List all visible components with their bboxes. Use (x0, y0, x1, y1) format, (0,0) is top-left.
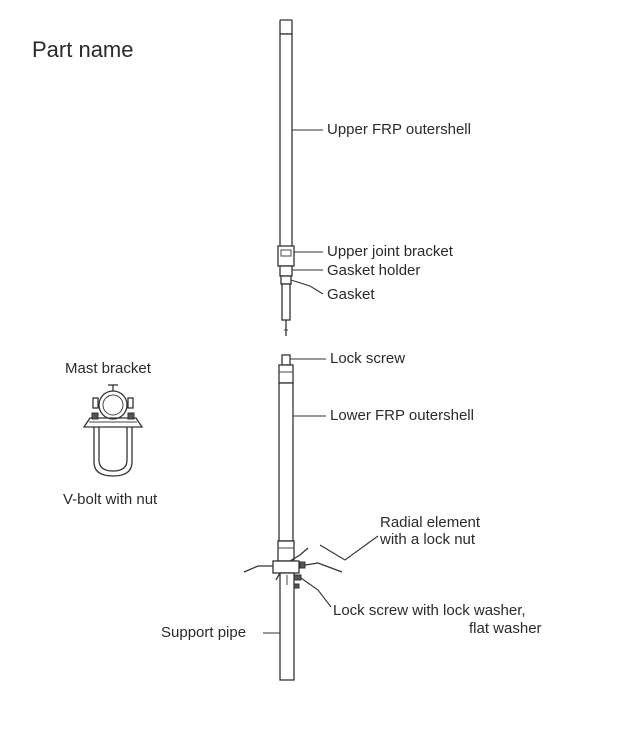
radial-hub-collar (277, 540, 295, 562)
radial-element-left (243, 565, 273, 573)
label-upper-frp-outershell: Upper FRP outershell (327, 121, 471, 138)
support-pipe (279, 572, 295, 681)
upper-top-cap (279, 19, 293, 35)
label-upper-joint-bracket: Upper joint bracket (327, 243, 453, 260)
lock-screw-with-washer (293, 574, 302, 581)
mast-bracket-drawing (82, 384, 144, 477)
label-lock-screw: Lock screw (330, 350, 406, 367)
label-gasket-holder: Gasket holder (327, 262, 421, 279)
gasket-holder (279, 265, 293, 277)
gasket (280, 275, 292, 285)
label-lock-screw-washer-line1: Lock screw with lock washer, (333, 602, 526, 619)
label-lower-frp-outershell: Lower FRP outershell (330, 407, 474, 424)
label-mast-bracket: Mast bracket (65, 360, 151, 377)
label-support-pipe: Support pipe (161, 624, 247, 641)
upper-lower-tube (281, 283, 291, 321)
label-radial-element-line2: with a lock nut (380, 531, 476, 548)
lower-frp-outershell (278, 382, 294, 542)
label-v-bolt-with-nut: V-bolt with nut (63, 491, 158, 508)
label-radial-element-line1: Radial element (380, 514, 481, 531)
page-title: Part name (32, 37, 134, 62)
upper-joint-bracket-inner (280, 249, 292, 257)
upper-frp-outershell (279, 33, 293, 249)
mast-bracket-plate (82, 417, 144, 428)
lock-screw-top (281, 354, 291, 366)
radial-element-front (275, 572, 281, 581)
upper-section (277, 19, 295, 336)
radial-element-back (289, 547, 309, 562)
lower-top-fitting (278, 364, 294, 384)
leader-lines (263, 129, 379, 634)
v-bolt (93, 427, 133, 477)
label-gasket: Gasket (327, 286, 375, 303)
lower-section (243, 354, 343, 681)
radial-hub (272, 560, 300, 574)
label-lock-screw-washer-line2: flat washer (469, 620, 542, 637)
